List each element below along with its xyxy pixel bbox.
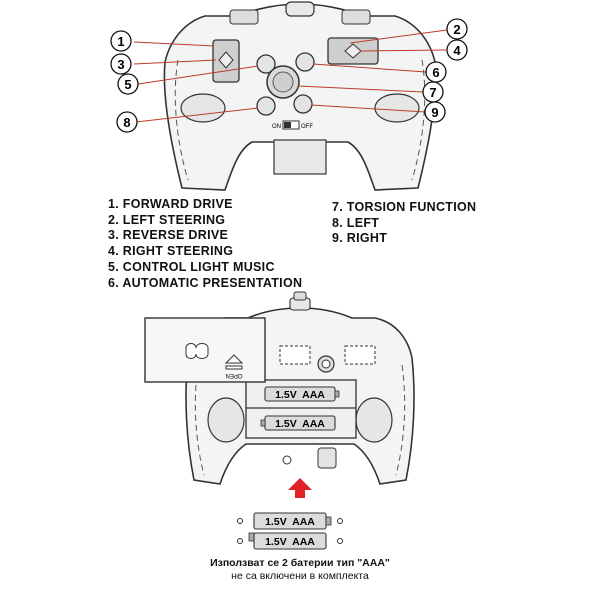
power-switch[interactable]: ON OFF: [272, 120, 313, 130]
button-8-left[interactable]: [256, 96, 276, 116]
insert-arrow-icon: [288, 478, 312, 498]
installed-battery-2: 1.5V AAA: [260, 415, 336, 431]
svg-text:4: 4: [453, 43, 461, 58]
installed-battery-1: 1.5V AAA: [264, 386, 340, 402]
legend-item-4: 4. RIGHT STEERING: [108, 244, 234, 259]
legend-item-8: 8. LEFT: [332, 215, 380, 230]
battery-note-line-1: Използват се 2 батерии тип "AAA": [210, 557, 390, 569]
controller-front-diagram: ON OFF 1 3 5 8 2 4 6 7 9: [110, 1, 468, 191]
button-5-light-music[interactable]: [256, 54, 276, 74]
svg-text:9: 9: [431, 105, 438, 120]
legend-item-5: 5. CONTROL LIGHT MUSIC: [108, 259, 275, 274]
loose-battery-1: 1.5V AAA: [237, 512, 343, 530]
callout-9: 9: [424, 101, 446, 123]
svg-text:1.5V AAA: 1.5V AAA: [265, 516, 315, 528]
svg-text:1.5V AAA: 1.5V AAA: [275, 389, 325, 401]
callout-2: 2: [446, 18, 468, 40]
legend-left-column: 1. FORWARD DRIVE 2. LEFT STEERING 3. REV…: [108, 197, 302, 291]
callout-1: 1: [110, 30, 132, 52]
svg-text:1.5V AAA: 1.5V AAA: [265, 536, 315, 548]
legend-item-7: 7. TORSION FUNCTION: [332, 200, 477, 214]
legend-item-3: 3. REVERSE DRIVE: [108, 228, 229, 243]
loose-battery-2: 1.5V AAA: [237, 532, 343, 550]
callout-badges: 1 3 5 8 2 4 6 7 9: [110, 18, 468, 133]
svg-text:3: 3: [117, 57, 124, 72]
svg-text:1.5V AAA: 1.5V AAA: [275, 418, 325, 430]
svg-text:8: 8: [123, 115, 130, 130]
legend-item-6: 6. AUTOMATIC PRESENTATION: [108, 275, 303, 290]
switch-off-label: OFF: [301, 124, 313, 130]
antenna-knob: [285, 1, 315, 17]
button-6-presentation[interactable]: [295, 52, 315, 72]
svg-text:2: 2: [453, 22, 460, 37]
callout-8: 8: [116, 111, 138, 133]
callout-5: 5: [117, 73, 139, 95]
button-9-right[interactable]: [293, 94, 313, 114]
callout-lines: [133, 29, 448, 123]
svg-text:1: 1: [117, 34, 124, 49]
battery-note-line-2: не са включени в комплекта: [231, 570, 369, 582]
cover-open-label: OPEN: [225, 372, 242, 378]
switch-on-label: ON: [272, 124, 281, 130]
legend-right-column: 7. TORSION FUNCTION 8. LEFT 9. RIGHT: [332, 200, 476, 247]
eject-icon: [224, 354, 244, 370]
battery-note: Използват се 2 батерии тип "AAA" не са в…: [0, 557, 600, 583]
legend-item-9: 9. RIGHT: [332, 231, 388, 246]
callout-3: 3: [110, 53, 132, 75]
callout-4: 4: [446, 39, 468, 61]
legend-item-2: 2. LEFT STEERING: [108, 212, 226, 227]
battery-cover[interactable]: OPEN: [144, 317, 266, 383]
svg-text:5: 5: [124, 77, 131, 92]
svg-text:7: 7: [429, 85, 436, 100]
legend-item-1: 1. FORWARD DRIVE: [108, 197, 233, 211]
svg-text:6: 6: [432, 65, 439, 80]
